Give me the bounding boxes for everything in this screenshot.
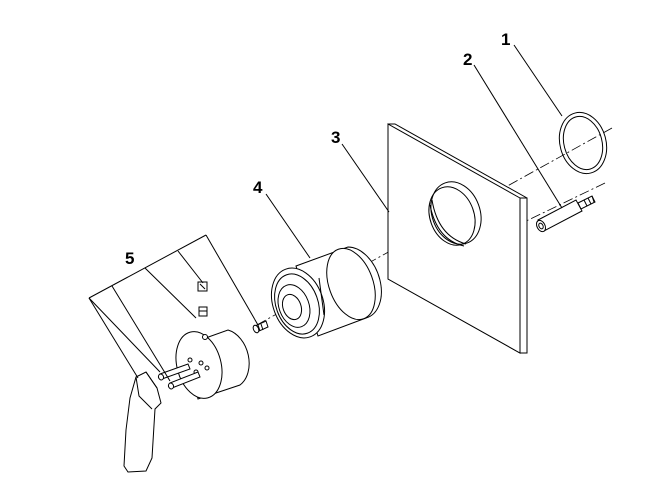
lever-handle xyxy=(123,371,162,473)
extension-pin xyxy=(535,195,596,233)
part-label-2: 2 xyxy=(463,50,472,69)
cover-plate xyxy=(387,123,528,354)
o-ring xyxy=(558,111,608,175)
handle-hub xyxy=(175,329,250,400)
part-label-3: 3 xyxy=(331,128,340,147)
hub-screw xyxy=(252,320,269,334)
hub-pins xyxy=(157,363,201,390)
part-label-4: 4 xyxy=(253,178,263,197)
leader-lines xyxy=(88,44,563,382)
set-screw xyxy=(197,281,208,317)
part-labels: 1 2 3 4 5 xyxy=(125,30,510,268)
part-label-5: 5 xyxy=(125,249,134,268)
cylinder-sleeve xyxy=(270,246,382,339)
part-label-1: 1 xyxy=(501,30,510,49)
